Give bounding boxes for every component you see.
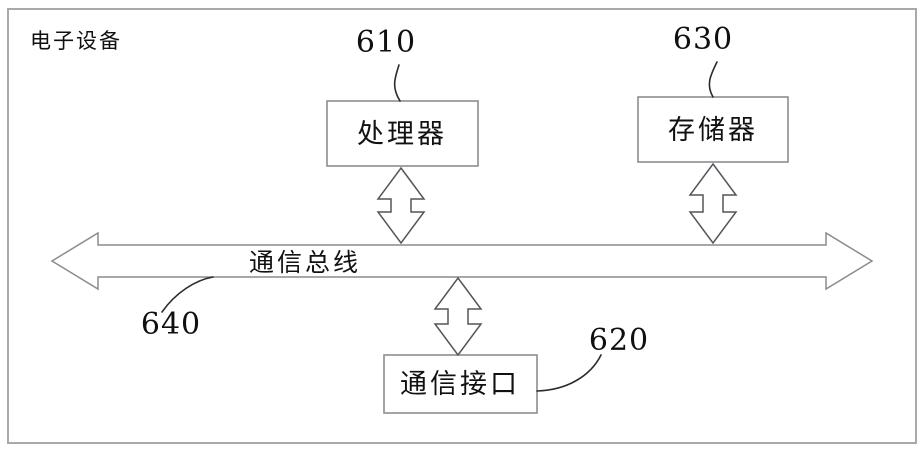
- memory-label: 存储器: [668, 115, 758, 146]
- communication-interface-box: [383, 354, 538, 414]
- device-frame-label: 电子设备: [30, 29, 122, 53]
- communication-bus-label: 通信总线: [249, 248, 361, 277]
- bus-ref-number: 640: [141, 307, 201, 342]
- processor-label: 处理器: [357, 119, 447, 150]
- interface-ref-number: 620: [589, 323, 649, 358]
- bus-ref-leader: [161, 276, 214, 313]
- connector-memory-bus: [688, 162, 738, 245]
- memory-ref-leader: [708, 61, 718, 98]
- communication-bus-arrow: [50, 231, 874, 291]
- connector-processor-bus: [376, 166, 426, 245]
- processor-ref-leader: [393, 64, 401, 102]
- processor-ref-number: 610: [356, 25, 416, 60]
- interface-ref-leader: [536, 354, 602, 392]
- memory-ref-number: 630: [673, 22, 733, 57]
- connector-bus-interface: [433, 276, 483, 357]
- processor-box: [326, 100, 479, 167]
- communication-interface-label: 通信接口: [400, 369, 520, 400]
